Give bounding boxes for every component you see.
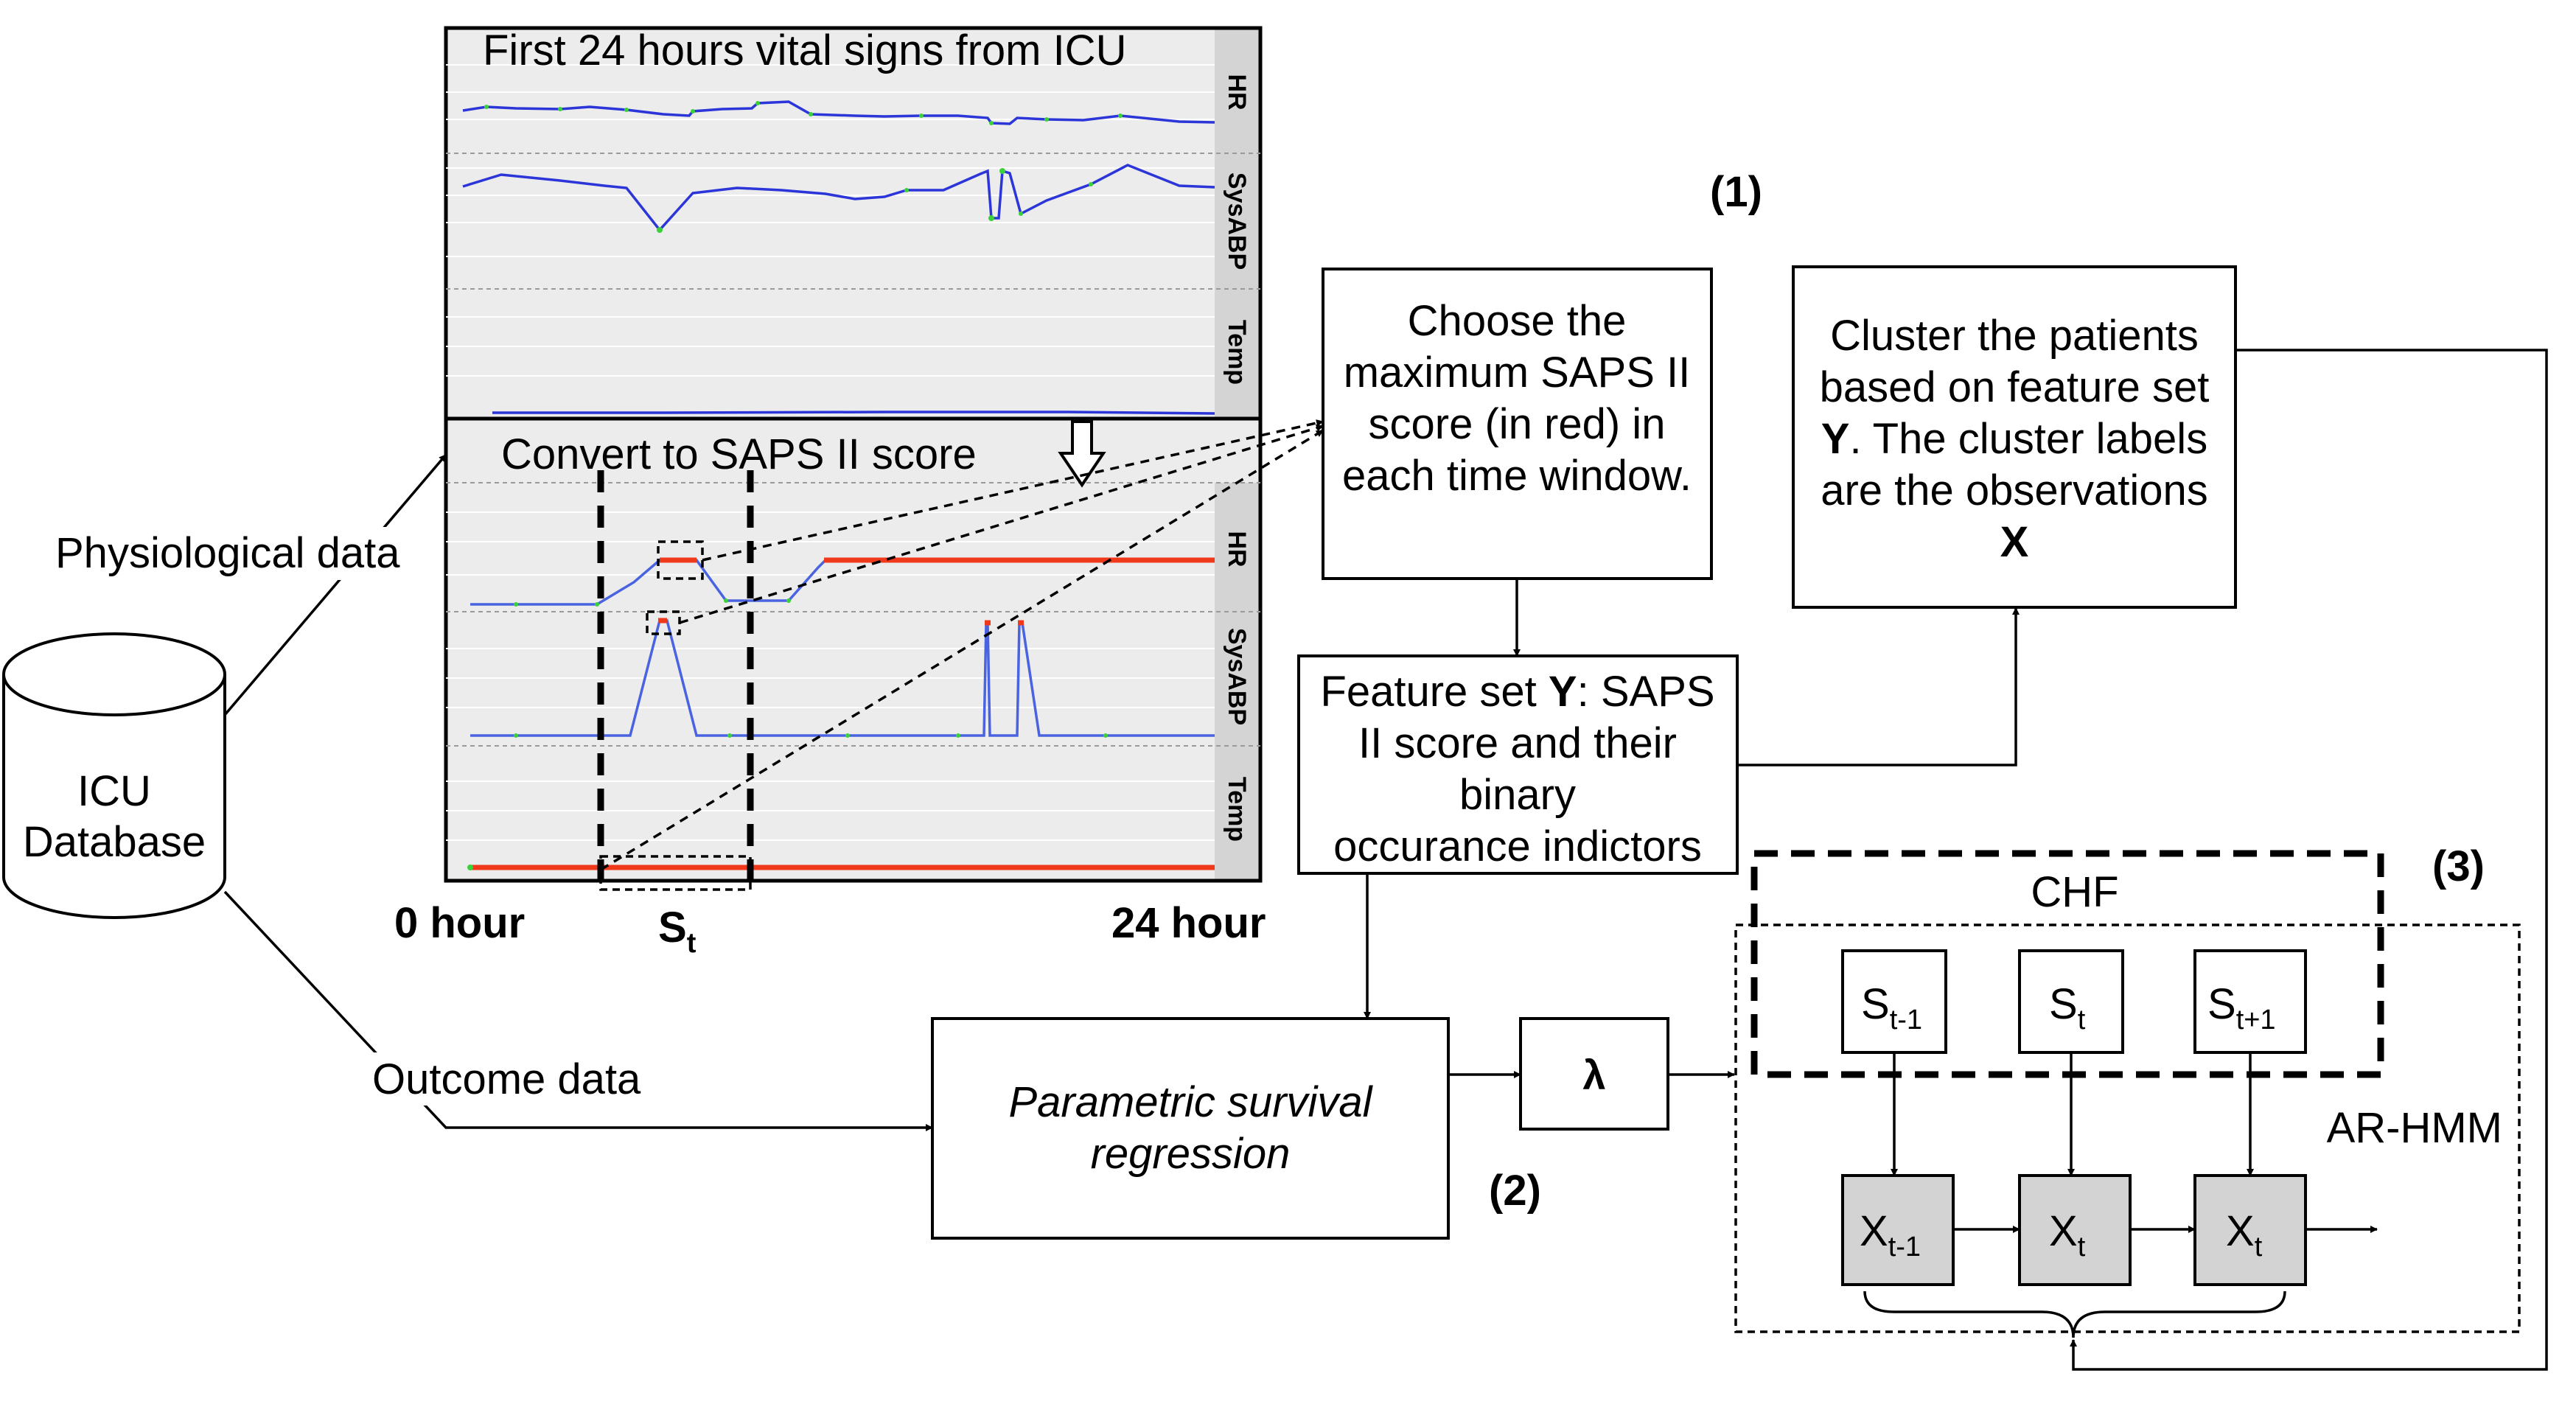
svg-text:occurance indictors: occurance indictors (1333, 823, 1702, 870)
svg-text:Choose the: Choose the (1408, 297, 1627, 345)
physio-data-label: Physiological data (55, 529, 400, 577)
hr-trace (462, 100, 1215, 125)
vital-sample-dots (484, 101, 1123, 233)
saps-sample-dots (514, 598, 1108, 738)
strip-label-sysabp-bottom: SysABP (1223, 628, 1251, 725)
obs-node-1: Xt-1 (1841, 1174, 1955, 1286)
svg-text:based on feature set: based on feature set (1820, 363, 2210, 411)
svg-text:St+1: St+1 (2207, 980, 2276, 1035)
obs-node-3: Xt (2193, 1174, 2307, 1286)
zoom-pointer-arrows (600, 419, 1324, 871)
strip-label-temp-top: Temp (1223, 320, 1251, 385)
vitals-panel-top: First 24 hours vital signs from ICU HR S… (444, 26, 1263, 421)
svg-text:II score and their: II score and their (1358, 719, 1677, 767)
window-label: St (658, 904, 697, 959)
choose-max-box: Choose the maximum SAPS II score (in red… (1322, 268, 1713, 580)
svg-text:Feature set Y: SAPS: Feature set Y: SAPS (1320, 668, 1714, 716)
step-1-label: (1) (1710, 168, 1762, 216)
svg-text:λ: λ (1582, 1052, 1605, 1098)
database-label-line2: Database (23, 818, 206, 866)
svg-text:Parametric survival: Parametric survival (1008, 1078, 1373, 1126)
svg-text:St: St (2049, 980, 2086, 1035)
svg-text:Cluster the patients: Cluster the patients (1830, 312, 2199, 360)
outcome-data-label: Outcome data (372, 1055, 641, 1103)
svg-text:are the observations: are the observations (1821, 467, 2208, 514)
state-node-1: St-1 (1841, 949, 1947, 1054)
regression-box: Parametric survival regression (931, 1017, 1450, 1240)
svg-text:Xt-1: Xt-1 (1860, 1207, 1921, 1262)
svg-text:regression: regression (1091, 1130, 1291, 1178)
cluster-box: Cluster the patients based on feature se… (1792, 265, 2237, 609)
temp-trace (492, 411, 1215, 415)
strip-label-hr-top: HR (1223, 74, 1251, 110)
svg-text:Y. The cluster labels: Y. The cluster labels (1821, 415, 2207, 463)
cluster-to-observations-arrow (2070, 349, 2548, 1371)
obs-node-2: Xt (2018, 1174, 2132, 1286)
emission-arrows (1891, 1052, 2254, 1176)
chf-label: CHF (2031, 868, 2118, 916)
strip-label-sysabp-top: SysABP (1223, 172, 1251, 270)
database-label-line1: ICU (77, 767, 151, 815)
svg-text:binary: binary (1459, 771, 1576, 819)
top-panel-title: First 24 hours vital signs from ICU (483, 27, 1126, 74)
feature-to-cluster-arrow (1737, 607, 2020, 766)
observation-brace (1863, 1291, 2286, 1338)
state-node-2: St (2018, 949, 2124, 1054)
svg-text:score (in red) in: score (in red) in (1369, 400, 1666, 448)
strip-label-hr-bottom: HR (1223, 531, 1251, 567)
step-2-label: (2) (1489, 1167, 1541, 1215)
svg-text:maximum SAPS II: maximum SAPS II (1344, 349, 1691, 397)
bottom-panel-title: Convert to SAPS II score (501, 430, 977, 478)
icu-database: ICU Database (2, 632, 226, 919)
svg-text:each time window.: each time window. (1342, 452, 1692, 500)
sysabp-trace (462, 164, 1215, 232)
chf-group (1751, 850, 2384, 1078)
ar-hmm-label: AR-HMM (2327, 1104, 2502, 1152)
step-3-label: (3) (2432, 842, 2485, 890)
ar-hmm-container (1734, 923, 2521, 1333)
feature-set-box: Feature set Y: SAPS II score and their b… (1297, 654, 1739, 875)
convert-down-arrow (1058, 420, 1106, 488)
state-node-3: St+1 (2193, 949, 2307, 1054)
lambda-box: λ (1519, 1017, 1669, 1131)
axis-start-label: 0 hour (394, 899, 525, 947)
physio-data-edge (223, 453, 447, 716)
svg-text:Xt: Xt (2226, 1207, 2263, 1262)
svg-text:Xt: Xt (2049, 1207, 2086, 1262)
outcome-data-edge (223, 890, 933, 1131)
svg-text:St-1: St-1 (1861, 980, 1922, 1035)
saps-panel-bottom: Convert to SAPS II score HR SysABP Temp (444, 416, 1263, 883)
saps-temp-dot (467, 865, 473, 870)
svg-text:X: X (2000, 518, 2029, 566)
strip-label-temp-bottom: Temp (1223, 777, 1251, 842)
axis-end-label: 24 hour (1111, 899, 1266, 947)
